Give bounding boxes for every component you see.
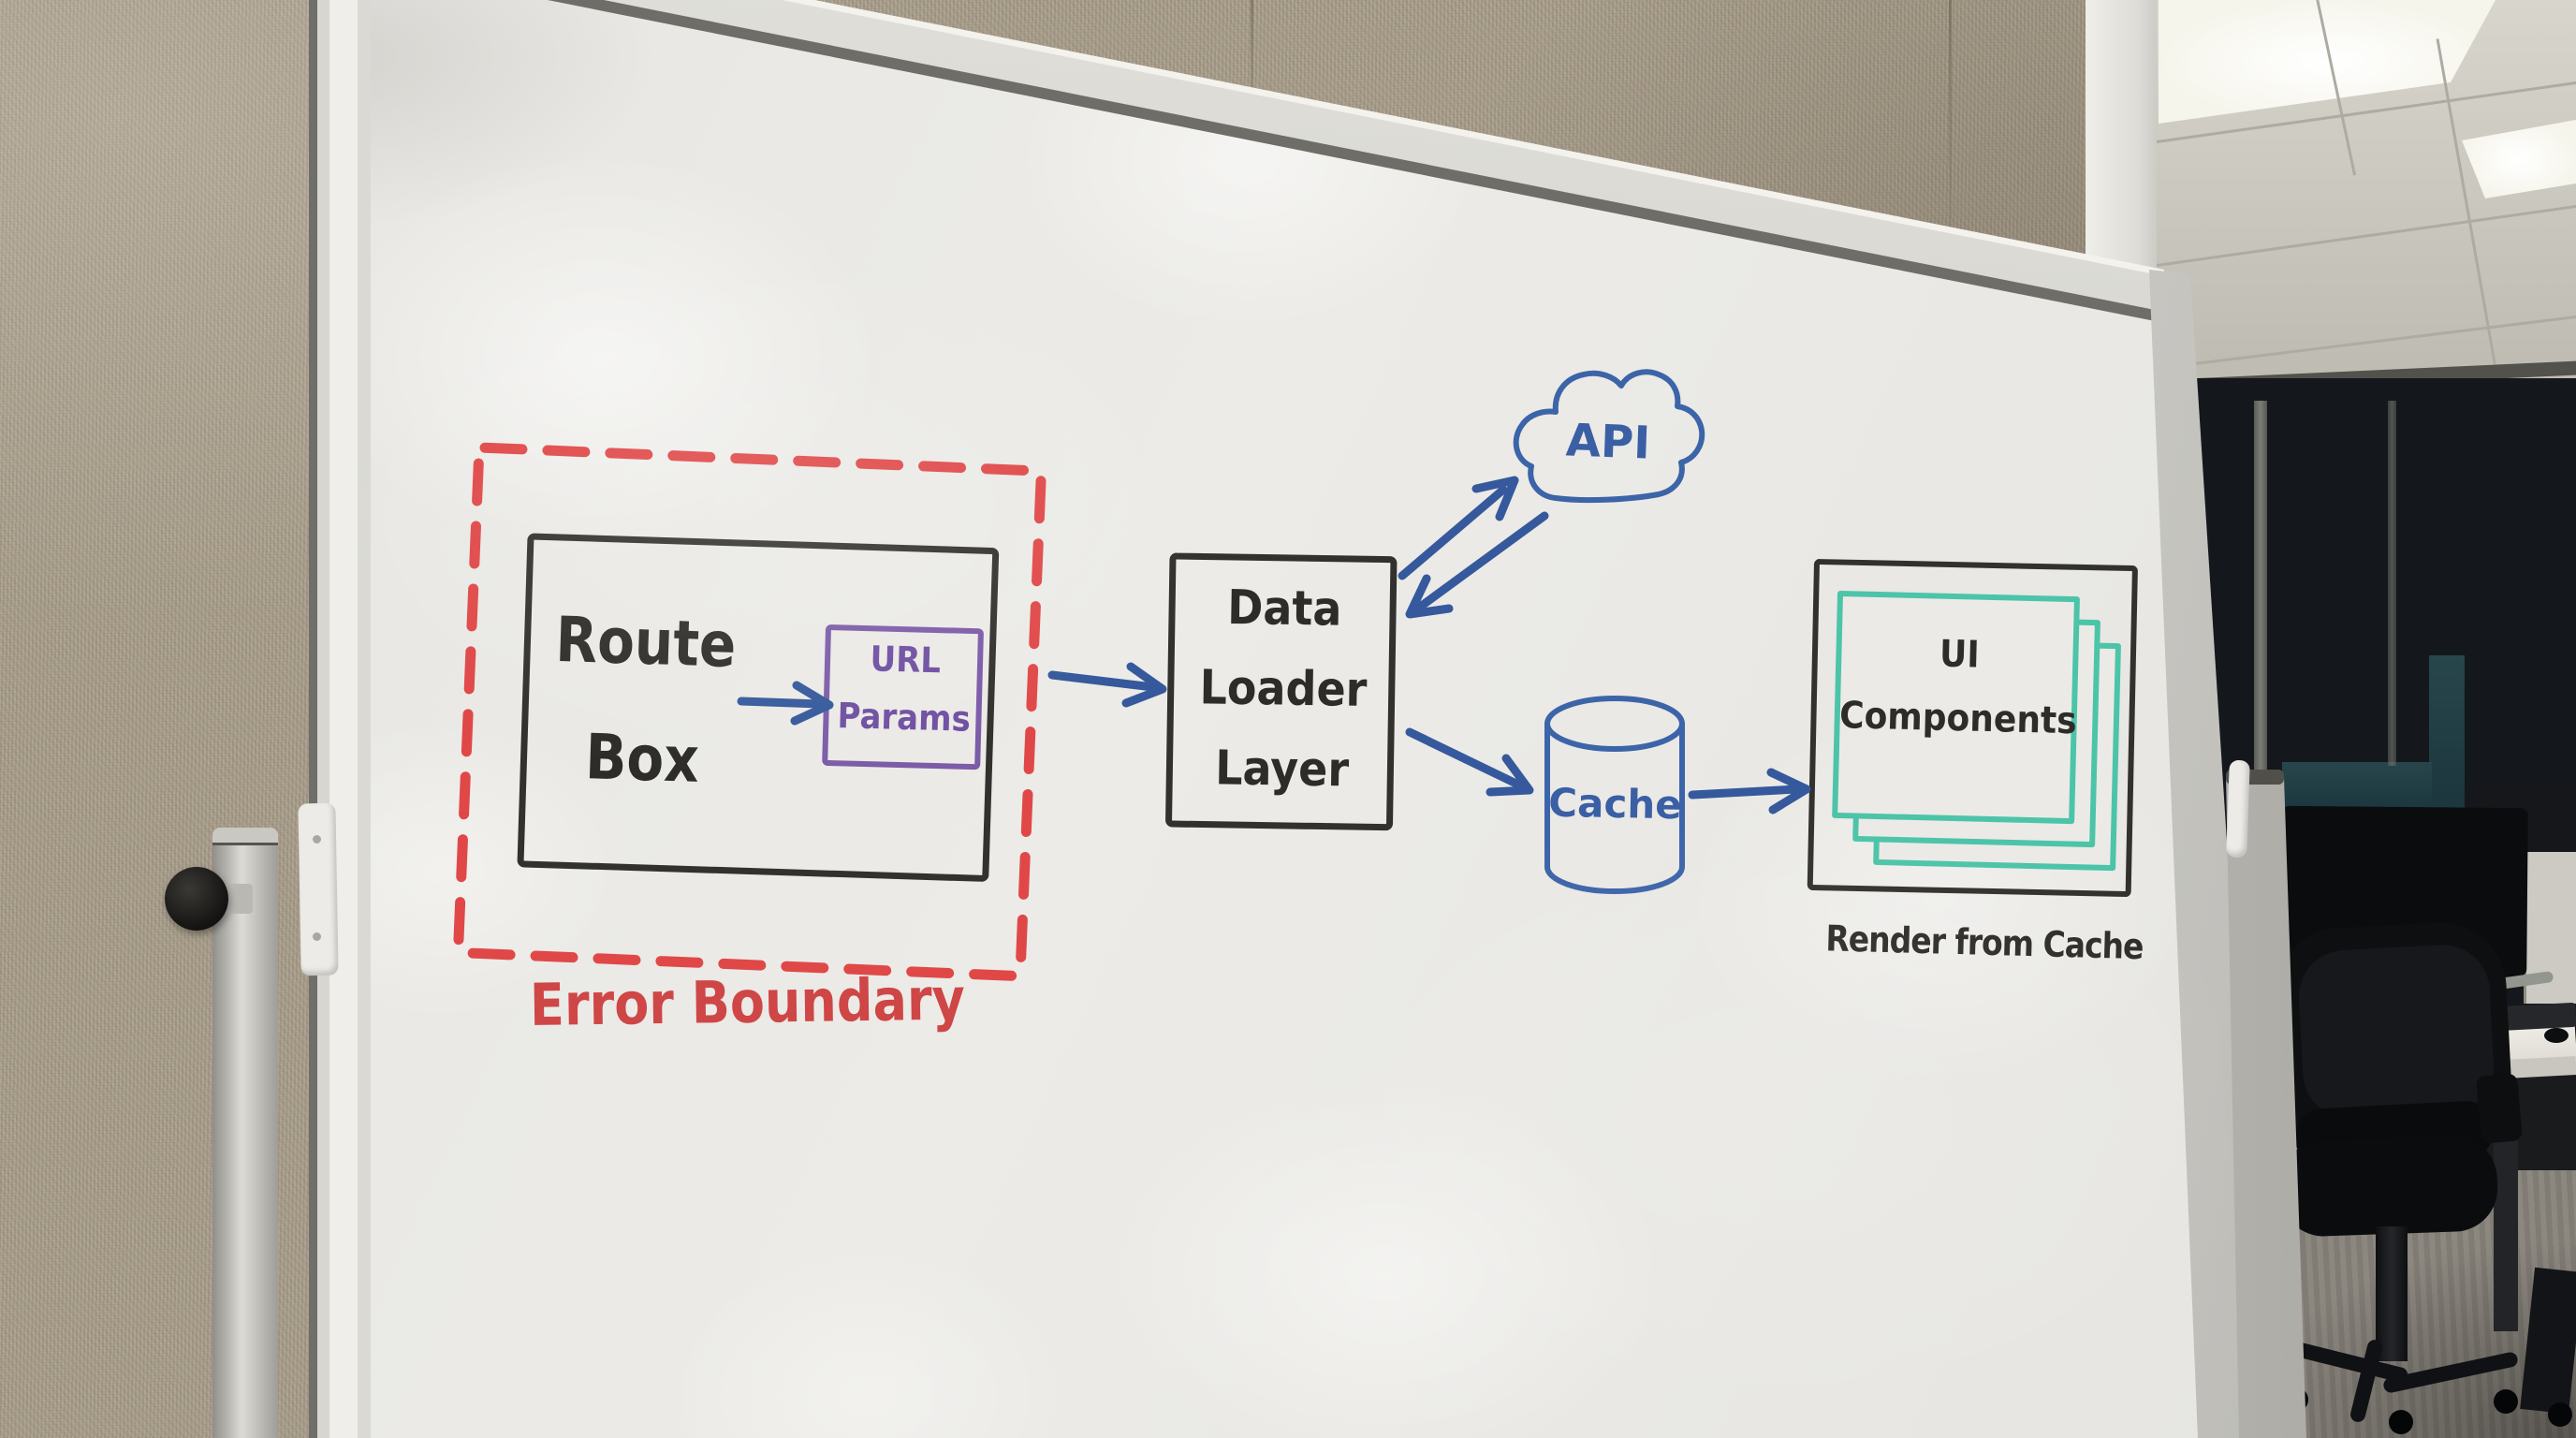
route-box-line2: Box <box>584 720 700 798</box>
data-loader-box-outline <box>1165 552 1398 831</box>
clamp-screw <box>313 835 321 844</box>
error-boundary-dashed-box <box>453 442 1046 981</box>
office-chair-column <box>2376 1226 2408 1361</box>
route-box-line1: Route <box>554 602 738 682</box>
data-loader-line3: Layer <box>1214 739 1350 798</box>
arrow-dataloader-to-api <box>1398 485 1508 580</box>
chair-caster <box>2389 1410 2413 1434</box>
arrowhead <box>1121 662 1167 708</box>
arrow-boundary-to-dataloader <box>1047 670 1158 692</box>
arrowhead <box>1471 476 1519 521</box>
board-clamp-right <box>2226 759 2250 858</box>
window-glass-band <box>2282 762 2432 813</box>
whiteboard-left-frame <box>309 0 371 1438</box>
url-params-box-outline <box>822 624 984 770</box>
arrow-api-to-dataloader <box>1414 511 1549 612</box>
arrowhead <box>790 681 834 726</box>
arrow-cache-to-ui <box>1688 785 1802 800</box>
window-mullion <box>2254 401 2267 777</box>
api-label: API <box>1564 414 1652 470</box>
office-ceiling <box>2157 0 2576 403</box>
ui-components-box-outline <box>1807 559 2138 897</box>
wall-seam <box>1251 0 1253 140</box>
ui-components-line2: Components <box>1838 694 2078 743</box>
wall-seam <box>1949 0 1952 276</box>
chair-caster <box>2548 1402 2572 1427</box>
cache-cylinder-icon <box>1544 696 1685 894</box>
whiteboard-stand-post-left <box>212 836 278 1438</box>
window-mullion <box>2388 401 2396 766</box>
ui-components-label: UI Components <box>1838 621 2078 755</box>
arrow-dataloader-to-cache <box>1405 727 1527 791</box>
board-clamp-left <box>298 802 339 976</box>
api-cloud-icon <box>1513 369 1705 504</box>
chair-caster <box>2494 1389 2518 1414</box>
url-params-label: URL Params <box>827 629 982 748</box>
url-params-line2: Params <box>836 695 972 741</box>
knob-hub <box>225 884 253 914</box>
arrowhead <box>1486 754 1534 797</box>
mouse <box>2544 1028 2569 1043</box>
url-params-line1: URL <box>870 638 942 682</box>
clamp-screw <box>313 932 321 941</box>
render-from-cache-caption: Render from Cache <box>1824 917 2144 968</box>
stand-locking-knob <box>165 867 228 931</box>
window-glass-gap <box>2429 655 2465 814</box>
data-loader-line2: Loader <box>1199 658 1368 718</box>
arrowhead <box>1405 574 1454 619</box>
route-box-label: Route Box <box>537 580 751 819</box>
error-boundary-caption: Error Boundary <box>529 965 966 1039</box>
stand-post-cap <box>212 828 278 845</box>
data-loader-line1: Data <box>1226 579 1342 637</box>
route-box-outline <box>517 533 1000 882</box>
ui-card-front <box>1832 591 2080 825</box>
arrow-route-to-urlparams <box>737 697 825 709</box>
ui-components-line1: UI <box>1939 633 1981 677</box>
data-loader-label: Data Loader Layer <box>1171 565 1396 810</box>
arrowhead <box>1766 768 1811 814</box>
cache-label: Cache <box>1547 779 1683 829</box>
wall-corner-column <box>2086 0 2160 286</box>
